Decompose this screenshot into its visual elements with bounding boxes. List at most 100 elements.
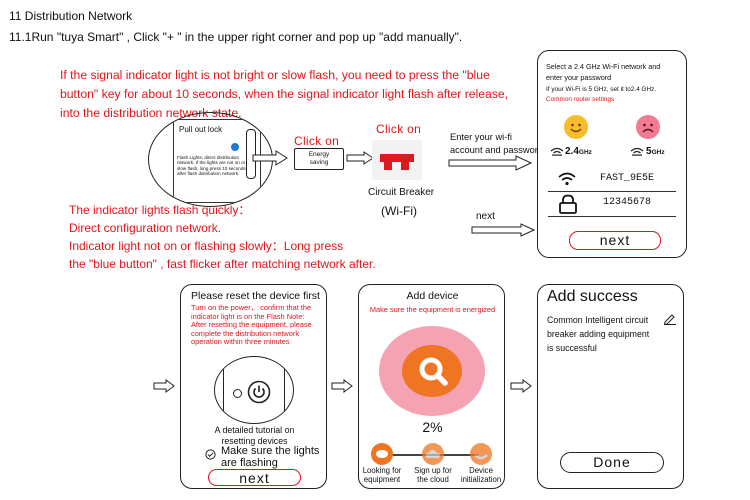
success-line: is successful xyxy=(547,343,597,353)
breaker-icon xyxy=(401,161,409,170)
done-label: Done xyxy=(593,454,631,470)
reset-line: complete the distribution network xyxy=(191,328,300,338)
lock-icon xyxy=(559,194,577,214)
indicator-line: The indicator lights flash quickly： xyxy=(69,203,251,217)
confirm-lights: Make sure the lights are flashing xyxy=(221,445,320,469)
add-success-screen: Add success Common Intelligent circuit b… xyxy=(537,284,684,489)
reset-line: Turn on the power， confirm that the xyxy=(191,303,312,312)
add-subtitle: Make sure the equipment is energized xyxy=(369,305,496,314)
step-label: Looking for equipment xyxy=(358,466,406,484)
step-label: Sign up for the cloud xyxy=(409,466,457,484)
section-heading: 11 Distribution Network xyxy=(9,9,133,23)
sad-face-icon xyxy=(636,115,660,139)
breaker-tile[interactable] xyxy=(372,140,422,180)
wifi-next-button[interactable]: next xyxy=(569,231,661,250)
indicator-line: Indicator light not on or flashing slowl… xyxy=(69,239,344,253)
intro-line: into the distribution network state. xyxy=(60,106,242,120)
divider xyxy=(548,216,676,218)
energy-saving-label: Energy saving xyxy=(308,151,330,166)
device-panel xyxy=(223,357,285,423)
success-message: Common Intelligent circuit breaker addin… xyxy=(547,313,649,355)
tutorial-link[interactable]: A detailed tutorial on resetting devices xyxy=(181,425,328,446)
right-arrow-icon xyxy=(346,151,374,165)
step-2-icon xyxy=(422,443,444,465)
breaker-wifi-label: (Wi-Fi) xyxy=(381,204,417,218)
tutorial-line: resetting devices xyxy=(221,435,288,446)
band-bad-value: 5 xyxy=(646,146,652,157)
band-good: 2.4GHz xyxy=(565,146,592,157)
click-on-label: Click on xyxy=(294,134,340,148)
step-instruction: 11.1Run "tuya Smart" , Click "+ " in the… xyxy=(9,30,463,44)
lock-label: Pull out lock xyxy=(179,125,223,134)
enter-wifi-line: Enter your wi-fi xyxy=(450,132,512,142)
wifi-hint: If your Wi-Fi is 5 GHz, set it to2.4 GHz… xyxy=(546,86,657,93)
reset-title: Please reset the device first xyxy=(191,290,320,302)
step-label-line: Device xyxy=(469,466,493,475)
indicator-led-icon xyxy=(233,389,242,398)
device-circle xyxy=(214,356,294,424)
right-arrow-icon xyxy=(510,379,532,393)
step-label-line: equipment xyxy=(363,475,401,484)
breaker-icon xyxy=(380,154,414,162)
band-good-value: 2.4 xyxy=(565,146,579,157)
right-arrow-icon xyxy=(331,379,353,393)
wifi-signal-icon xyxy=(550,147,564,156)
band-good-unit: GHz xyxy=(578,149,592,156)
tutorial-line: A detailed tutorial on xyxy=(214,425,295,435)
power-button-icon xyxy=(247,380,271,404)
reset-line: indicator light is on the Flash Note: xyxy=(191,311,305,321)
blue-button-icon xyxy=(231,143,239,151)
wifi-title-line: enter your password xyxy=(546,73,612,82)
enter-wifi-note: Enter your wi-fi account and passwor xyxy=(450,131,538,157)
step-1-icon xyxy=(371,443,393,465)
wifi-config-screen: Select a 2.4 GHz Wi-Fi network and enter… xyxy=(537,50,687,258)
reset-line: After resetting the equipment, please xyxy=(191,320,312,330)
ssid-field[interactable]: FAST_9E5E xyxy=(600,173,655,184)
click-on-label: Click on xyxy=(376,122,422,136)
search-circle xyxy=(402,345,462,397)
reset-instructions: Turn on the power， confirm that the indi… xyxy=(191,303,312,347)
intro-line: button" key for about 10 seconds, when t… xyxy=(60,87,509,101)
password-field[interactable]: 12345678 xyxy=(603,197,652,208)
step-label-line: the cloud xyxy=(417,475,449,484)
divider xyxy=(548,191,676,193)
success-title: Add success xyxy=(547,288,638,305)
next-label: next xyxy=(476,211,495,222)
confirm-line: Make sure the lights xyxy=(221,445,320,457)
reset-next-label: next xyxy=(239,470,270,486)
device-zoom: Pull out lock Flash Lights, direct distr… xyxy=(148,112,273,207)
add-device-screen: Add device Make sure the equipment is en… xyxy=(358,284,505,489)
success-line: breaker adding equipment xyxy=(547,329,650,339)
device-note: Flash Lights, direct distribution networ… xyxy=(177,155,246,177)
right-arrow-icon xyxy=(471,223,535,237)
breaker-icon xyxy=(384,161,392,170)
breaker-label: Circuit Breaker xyxy=(368,187,435,198)
done-button[interactable]: Done xyxy=(560,452,664,473)
band-bad-unit: GHz xyxy=(651,149,665,156)
step-3-icon xyxy=(470,443,492,465)
reset-device-screen: Please reset the device first Turn on th… xyxy=(180,284,327,489)
router-settings-link[interactable]: Common router settings xyxy=(546,96,615,103)
add-title: Add device xyxy=(406,290,459,302)
step-label: Device initialization xyxy=(456,466,506,484)
reset-line: operation within three minutes xyxy=(191,337,290,347)
intro-line: If the signal indicator light is not bri… xyxy=(60,68,490,82)
wifi-next-label: next xyxy=(599,232,631,248)
check-circle-icon[interactable] xyxy=(205,449,216,460)
reset-next-button[interactable]: next xyxy=(208,469,301,486)
step-label-line: Looking for xyxy=(362,466,402,475)
step-label-line: initialization xyxy=(460,475,502,484)
smile-face-icon xyxy=(564,115,588,139)
intro-note: If the signal indicator light is not bri… xyxy=(60,66,508,123)
band-bad: 5GHz xyxy=(646,146,665,157)
indicator-line: the "blue button" , fast flicker after m… xyxy=(69,257,376,271)
wifi-signal-icon xyxy=(630,147,644,156)
wifi-title-line: Select a 2.4 GHz Wi-Fi network and xyxy=(546,62,661,71)
enter-wifi-line: account and passwor xyxy=(450,145,538,155)
energy-saving-button[interactable]: Energy saving xyxy=(294,148,344,170)
right-arrow-icon xyxy=(252,150,288,166)
edit-pencil-icon[interactable] xyxy=(663,313,677,325)
progress-percent: 2% xyxy=(422,419,443,435)
success-line: Common Intelligent circuit xyxy=(547,315,649,325)
right-arrow-icon xyxy=(448,155,532,171)
